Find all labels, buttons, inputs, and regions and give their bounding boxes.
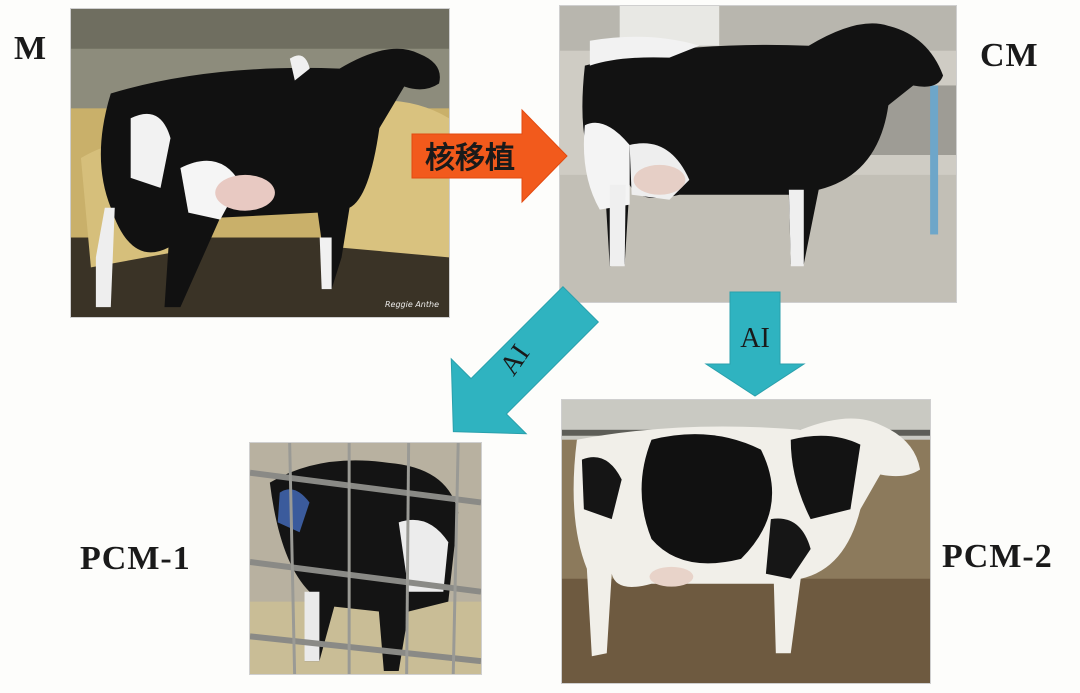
photo-clone-cow-cm (559, 5, 957, 303)
arrow-ai-to-pcm1: AI (452, 283, 582, 453)
label-m: M (14, 30, 47, 68)
calf-pcm1-illustration (250, 443, 481, 674)
arrow-nuclear-transfer: 核移植 (412, 106, 572, 206)
photo-donor-cow-m: Reggie Anthe (70, 8, 450, 318)
label-pcm1: PCM-1 (80, 540, 191, 578)
photo-heifer-pcm2 (561, 399, 931, 684)
arrow-ai-to-pcm2: AI (706, 292, 806, 397)
label-pcm2: PCM-2 (942, 538, 1053, 576)
cow-cm-illustration (560, 6, 956, 302)
cow-m-illustration (71, 9, 449, 317)
photo-calf-pcm1 (249, 442, 482, 675)
photo-watermark: Reggie Anthe (385, 300, 439, 309)
transfer-label: 核移植 (425, 141, 515, 176)
ai-right-label: AI (740, 323, 770, 354)
heifer-pcm2-illustration (562, 400, 930, 683)
label-cm: CM (980, 37, 1039, 75)
